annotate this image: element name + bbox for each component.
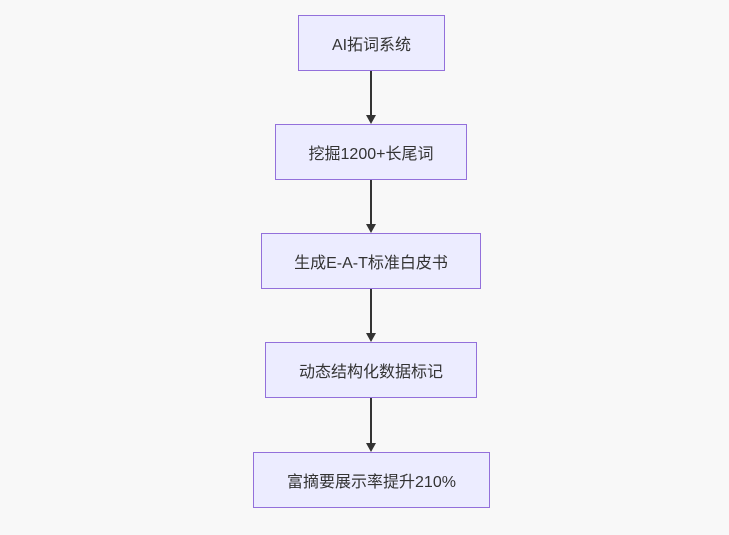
flow-node-structured-data: 动态结构化数据标记 <box>265 342 477 398</box>
flow-node-label: 动态结构化数据标记 <box>298 364 443 381</box>
flow-node-label: AI拓词系统 <box>331 37 412 54</box>
flow-node-rich-snippet-result: 富摘要展示率提升210% <box>253 452 490 508</box>
arrow-line <box>370 398 372 443</box>
flow-node-label: 挖掘1200+长尾词 <box>308 146 434 163</box>
arrow-down-icon <box>366 333 376 342</box>
flow-node-eat-whitepaper: 生成E-A-T标准白皮书 <box>261 233 481 289</box>
arrow-line <box>370 180 372 224</box>
arrow-down-icon <box>366 224 376 233</box>
flow-node-longtail-mining: 挖掘1200+长尾词 <box>275 124 467 180</box>
arrow-line <box>370 289 372 333</box>
flow-edge-1 <box>366 71 376 124</box>
flow-edge-3 <box>366 289 376 342</box>
flow-edge-2 <box>366 180 376 233</box>
arrow-down-icon <box>366 115 376 124</box>
flow-node-label: 富摘要展示率提升210% <box>287 474 456 491</box>
arrow-down-icon <box>366 443 376 452</box>
flow-node-ai-word-system: AI拓词系统 <box>298 15 445 71</box>
flow-node-label: 生成E-A-T标准白皮书 <box>294 255 448 272</box>
arrow-line <box>370 71 372 115</box>
flow-edge-4 <box>366 398 376 452</box>
